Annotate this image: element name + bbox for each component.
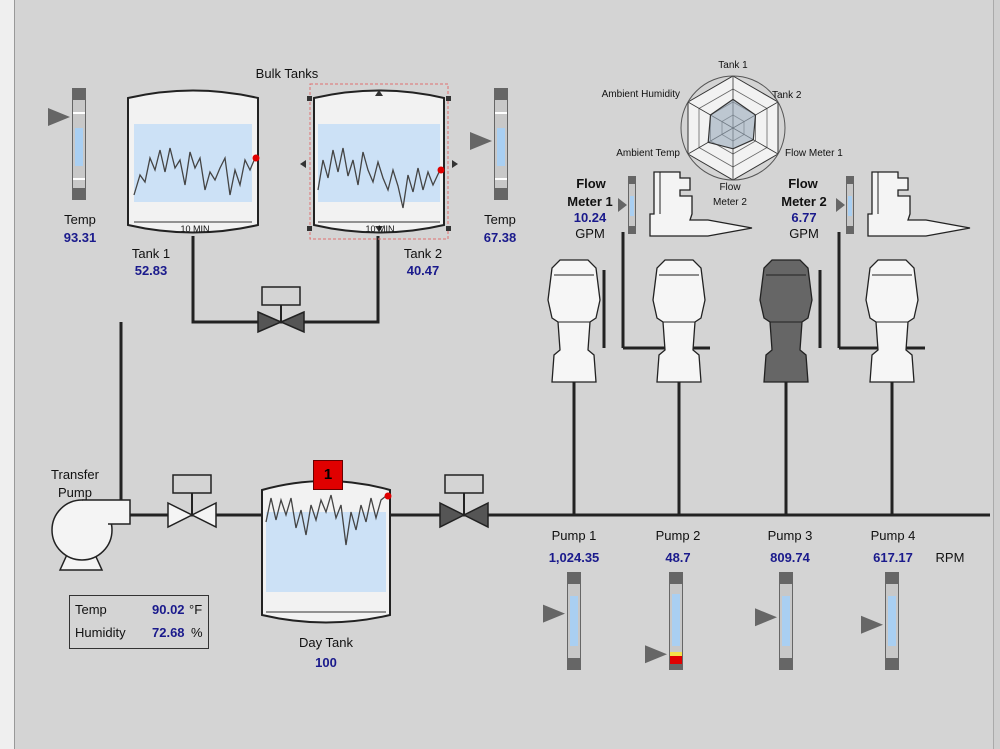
radar-label-ambient-temp: Ambient Temp [616, 148, 680, 159]
transfer-pump-label-1: Transfer [51, 467, 99, 482]
temp-left-label: Temp [64, 212, 96, 227]
flow-meter-2[interactable] [836, 171, 971, 237]
pump-3-gauge [755, 572, 793, 670]
tank-1-time: 10 MIN [180, 224, 210, 234]
tank-1[interactable] [127, 89, 260, 234]
tank-2[interactable] [300, 83, 458, 240]
day-tank-label: Day Tank [299, 635, 353, 650]
ambient-temp-value: 90.02 [152, 602, 185, 617]
pump-4-gauge [861, 572, 899, 670]
ambient-humidity-label: Humidity [75, 625, 126, 640]
flow-meter-1-unit: GPM [575, 226, 605, 241]
ambient-humidity-unit: % [191, 625, 203, 640]
flow-meter-1[interactable] [618, 171, 753, 237]
flow-meter-2-unit: GPM [789, 226, 819, 241]
pump-2-value: 48.7 [665, 550, 691, 565]
radar-label-tank-2: Tank 2 [772, 90, 802, 101]
flow-meter-2-label-1: Flow [788, 176, 818, 191]
flow-meter-1-label-1: Flow [576, 176, 606, 191]
radar-series [707, 98, 757, 150]
tank-2-time: 10 MIN [365, 224, 395, 234]
pump-3-value: 809.74 [770, 550, 810, 565]
tank-2-trend [317, 147, 441, 209]
pump-3-body[interactable] [759, 259, 813, 383]
vertical-ruler[interactable] [0, 0, 15, 749]
valve-day-tank-out[interactable] [439, 474, 489, 529]
day-tank-trend [265, 494, 387, 546]
pump-1-gauge [543, 572, 581, 670]
day-tank-value: 100 [315, 655, 337, 670]
tank-1-label: Tank 1 [131, 246, 171, 261]
pump-2-label: Pump 2 [655, 528, 701, 543]
temp-left-value: 93.31 [63, 230, 97, 245]
radar-label-tank-1: Tank 1 [718, 60, 748, 71]
pump-4-value: 617.17 [873, 550, 913, 565]
ambient-info-box: Temp 90.02 °F Humidity 72.68 % [69, 595, 209, 649]
valve-transfer[interactable] [167, 474, 217, 529]
tank-2-value: 40.47 [406, 263, 440, 278]
pump-4-body[interactable] [865, 259, 919, 383]
pump-1-body[interactable] [547, 259, 601, 383]
pump-1-label: Pump 1 [551, 528, 597, 543]
tank-1-value: 52.83 [134, 263, 168, 278]
ambient-humidity-value: 72.68 [152, 625, 185, 640]
temp-right-value: 67.38 [483, 230, 517, 245]
flow-meter-1-label-2: Meter 1 [567, 194, 613, 209]
temp-gauge-right [470, 88, 508, 200]
right-scrollbar[interactable] [993, 0, 1000, 749]
radar-label-flow-meter-2: Flow Meter 2 [710, 180, 750, 210]
tank-2-label: Tank 2 [403, 246, 443, 261]
radar-label-flow-meter-1: Flow Meter 1 [785, 148, 843, 159]
pump-1-value: 1,024.35 [548, 550, 600, 565]
tank-1-trend [133, 147, 256, 196]
temp-right-label: Temp [484, 212, 516, 227]
pump-3-label: Pump 3 [767, 528, 813, 543]
ambient-temp-label: Temp [75, 602, 107, 617]
flow-meter-2-value: 6.77 [791, 210, 817, 225]
bulk-tanks-title: Bulk Tanks [255, 66, 319, 81]
valve-bulk[interactable] [257, 286, 305, 334]
temp-gauge-left [48, 88, 86, 200]
pump-2-body[interactable] [652, 259, 706, 383]
flow-meter-2-label-2: Meter 2 [781, 194, 827, 209]
radar-label-ambient-humidity: Ambient Humidity [601, 89, 680, 100]
flow-meter-1-value: 10.24 [573, 210, 607, 225]
day-tank-alarm-badge[interactable]: 1 [313, 460, 343, 490]
rpm-unit-label: RPM [935, 550, 965, 565]
transfer-pump[interactable] [51, 499, 131, 571]
ambient-temp-unit: °F [189, 602, 203, 617]
pump-4-label: Pump 4 [870, 528, 916, 543]
pump-2-gauge [645, 572, 683, 670]
radar-chart [680, 75, 786, 181]
day-tank[interactable] [261, 480, 392, 624]
radar-label-flow-meter-2-text: Flow Meter 2 [713, 182, 747, 208]
transfer-pump-label-2: Pump [58, 485, 92, 500]
